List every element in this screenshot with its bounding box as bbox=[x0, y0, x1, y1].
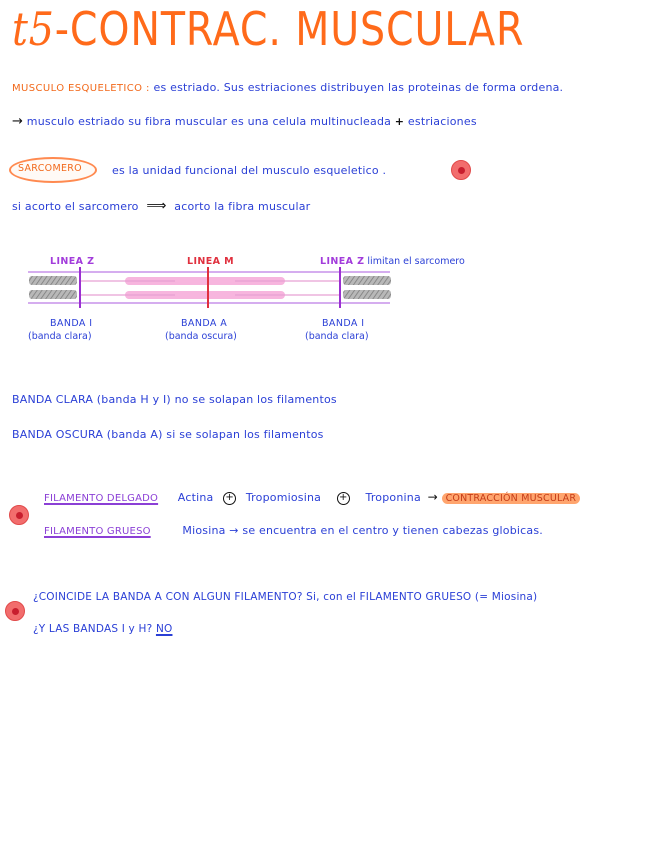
fibra-end: estriaciones bbox=[407, 115, 477, 128]
actina-text: Actina bbox=[177, 491, 214, 504]
title-prefix: t5 bbox=[12, 2, 55, 56]
plus-icon: + bbox=[394, 115, 405, 128]
title-text: -CONTRAC. MUSCULAR bbox=[54, 2, 525, 56]
acorta-right: acorto la fibra muscular bbox=[174, 200, 311, 213]
filamento-delgado-line: FILAMENTO DELGADO Actina + Tropomiosina … bbox=[44, 490, 581, 505]
acorta-line: si acorto el sarcomero ⟹ acorto la fibra… bbox=[12, 198, 310, 214]
diagram-line-z-left: LINEA Z bbox=[50, 256, 95, 267]
miosina-text: Miosina bbox=[182, 524, 226, 537]
band-i-right-sub: (banda clara) bbox=[305, 331, 369, 342]
page-title: t5-CONTRAC. MUSCULAR bbox=[12, 2, 524, 56]
circle-plus-icon: + bbox=[223, 491, 237, 505]
question-1: ¿COINCIDE LA BANDA A CON ALGUN FILAMENTO… bbox=[33, 591, 538, 603]
banda-clara-text: BANDA CLARA (banda H y I) no se solapan … bbox=[12, 393, 337, 406]
banda-oscura-text: BANDA OSCURA (banda A) si se solapan los… bbox=[12, 428, 324, 441]
question-2-answer: NO bbox=[155, 623, 173, 635]
intro-label: MUSCULO ESQUELETICO : bbox=[12, 83, 150, 94]
double-arrow-icon: ⟹ bbox=[146, 198, 167, 214]
diagram-line-z-right: LINEA Z bbox=[320, 256, 365, 267]
contraccion-highlight: CONTRACCIÓN MUSCULAR bbox=[441, 493, 581, 504]
circle-plus-icon: + bbox=[336, 491, 350, 505]
fibra-line: → musculo estriado su fibra muscular es … bbox=[12, 114, 477, 129]
diagram-line-z-right-group: LINEA Z limitan el sarcomero bbox=[320, 256, 465, 267]
red-dot-icon bbox=[9, 505, 29, 525]
band-i-left: BANDA I bbox=[50, 318, 93, 329]
filamento-delgado-label: FILAMENTO DELGADO bbox=[44, 493, 159, 504]
arrow-icon: → bbox=[427, 490, 438, 504]
band-i-right: BANDA I bbox=[322, 318, 365, 329]
intro-text: es estriado. Sus estriaciones distribuye… bbox=[153, 81, 564, 94]
fibra-text: musculo estriado su fibra muscular es un… bbox=[26, 115, 392, 128]
sarcomere-diagram bbox=[28, 267, 391, 308]
grueso-text: → se encuentra en el centro y tienen cab… bbox=[229, 524, 543, 537]
diagram-line-z-note: limitan el sarcomero bbox=[367, 256, 465, 267]
sarcomero-oval bbox=[9, 157, 97, 183]
band-a-sub: (banda oscura) bbox=[165, 331, 237, 342]
red-dot-icon bbox=[451, 160, 471, 180]
sarcomero-text: es la unidad funcional del musculo esque… bbox=[112, 164, 387, 177]
sarcomero-label: SARCOMERO bbox=[18, 163, 82, 174]
band-i-left-sub: (banda clara) bbox=[28, 331, 92, 342]
acorta-left: si acorto el sarcomero bbox=[12, 200, 139, 213]
intro-line: MUSCULO ESQUELETICO : es estriado. Sus e… bbox=[12, 81, 563, 94]
filamento-grueso-label: FILAMENTO GRUESO bbox=[44, 526, 151, 537]
question-2: ¿Y LAS BANDAS I y H? NO bbox=[33, 623, 172, 635]
troponina-text: Troponina bbox=[365, 491, 421, 504]
band-a: BANDA A bbox=[181, 318, 228, 329]
diagram-line-m: LINEA M bbox=[187, 256, 234, 267]
arrow-icon: → bbox=[12, 114, 24, 129]
question-2-prefix: ¿Y LAS BANDAS I y H? bbox=[33, 623, 153, 635]
red-dot-icon bbox=[5, 601, 25, 621]
tropomiosina-text: Tropomiosina bbox=[245, 491, 322, 504]
filamento-grueso-line: FILAMENTO GRUESO Miosina → se encuentra … bbox=[44, 524, 543, 537]
